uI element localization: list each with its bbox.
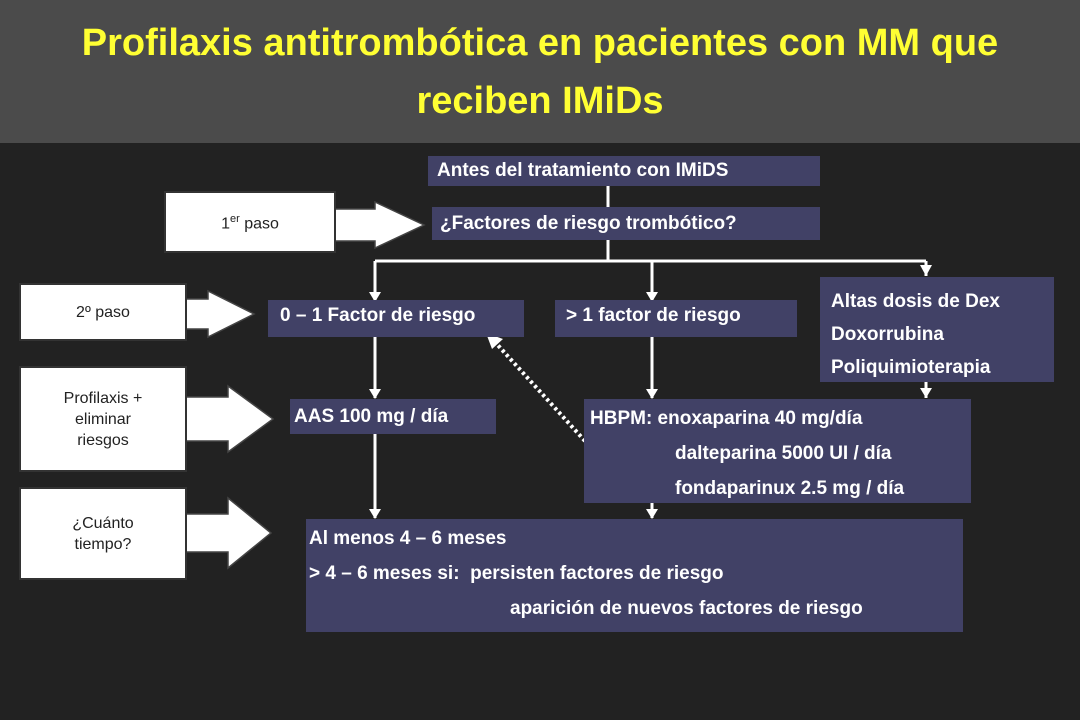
start-box: Antes del tratamiento con IMiDS: [428, 156, 820, 186]
step-arrow-2: [184, 289, 256, 339]
high-risk-text: > 1 factor de riesgo: [566, 305, 741, 326]
slide-title: Profilaxis antitrombótica en pacientes c…: [0, 14, 1080, 130]
step-arrow-4: [184, 496, 273, 570]
step-1-superscript: er: [229, 213, 240, 226]
special-line-2: Doxorrubina: [831, 324, 944, 345]
hbpm-line-1: HBPM: enoxaparina 40 mg/día: [590, 408, 863, 429]
arrowhead-low-risk: [369, 292, 381, 302]
special-risk-box: Altas dosis de Dex Doxorrubina Poliquimi…: [820, 277, 1054, 382]
step-1-text: paso: [244, 215, 279, 233]
step-arrow-1: [332, 200, 426, 250]
step-3-label: Profilaxis + eliminar riesgos: [19, 366, 187, 472]
step-4-line-2: tiempo?: [74, 535, 132, 553]
arrowhead-dotted-return: [486, 333, 503, 349]
hbpm-box: HBPM: enoxaparina 40 mg/día dalteparina …: [584, 399, 971, 503]
duration-line-2: > 4 – 6 meses si: persisten factores de …: [309, 563, 724, 584]
hbpm-line-3: fondaparinux 2.5 mg / día: [675, 478, 905, 499]
aas-text: AAS 100 mg / día: [294, 406, 449, 427]
hbpm-line-2: dalteparina 5000 UI / día: [675, 443, 892, 464]
duration-line-1: Al menos 4 – 6 meses: [309, 528, 507, 549]
low-risk-text: 0 – 1 Factor de riesgo: [280, 305, 476, 326]
step-4-label: ¿Cuánto tiempo?: [19, 487, 187, 580]
step-3-line-3: riesgos: [77, 431, 129, 449]
duration-box: Al menos 4 – 6 meses > 4 – 6 meses si: p…: [306, 519, 963, 632]
arrowhead-aas-duration: [369, 509, 381, 519]
arrowhead-hbpm-duration: [646, 509, 658, 519]
start-text: Antes del tratamiento con IMiDS: [437, 160, 729, 181]
arrowhead-special-hbpm: [920, 388, 932, 398]
arrowhead-special: [920, 265, 932, 276]
step-1-label: 1er paso: [164, 191, 336, 253]
step-3-line-2: eliminar: [74, 410, 131, 428]
arrowhead-high-hbpm: [646, 389, 658, 399]
low-risk-box: 0 – 1 Factor de riesgo: [268, 300, 524, 337]
step-3-line-1: Profilaxis +: [63, 389, 143, 407]
step-2-label: 2º paso: [19, 283, 187, 341]
question-box: ¿Factores de riesgo trombótico?: [432, 207, 820, 240]
title-line-2: reciben IMiDs: [416, 80, 664, 122]
aas-box: AAS 100 mg / día: [290, 399, 496, 434]
step-4-line-1: ¿Cuánto: [72, 514, 134, 532]
special-line-1: Altas dosis de Dex: [831, 291, 1000, 312]
question-text: ¿Factores de riesgo trombótico?: [440, 213, 737, 234]
high-risk-box: > 1 factor de riesgo: [555, 300, 797, 337]
arrowhead-high-risk: [646, 292, 658, 302]
special-line-3: Poliquimioterapia: [831, 357, 991, 378]
step-arrow-3: [184, 384, 275, 454]
dotted-return-connector: [492, 339, 587, 443]
step-1-number: 1: [221, 215, 230, 233]
step-2-text: 2º paso: [76, 303, 130, 321]
duration-line-3: aparición de nuevos factores de riesgo: [510, 598, 863, 619]
arrowhead-low-aas: [369, 389, 381, 399]
title-bar: [0, 0, 1080, 143]
title-line-1: Profilaxis antitrombótica en pacientes c…: [81, 22, 999, 64]
